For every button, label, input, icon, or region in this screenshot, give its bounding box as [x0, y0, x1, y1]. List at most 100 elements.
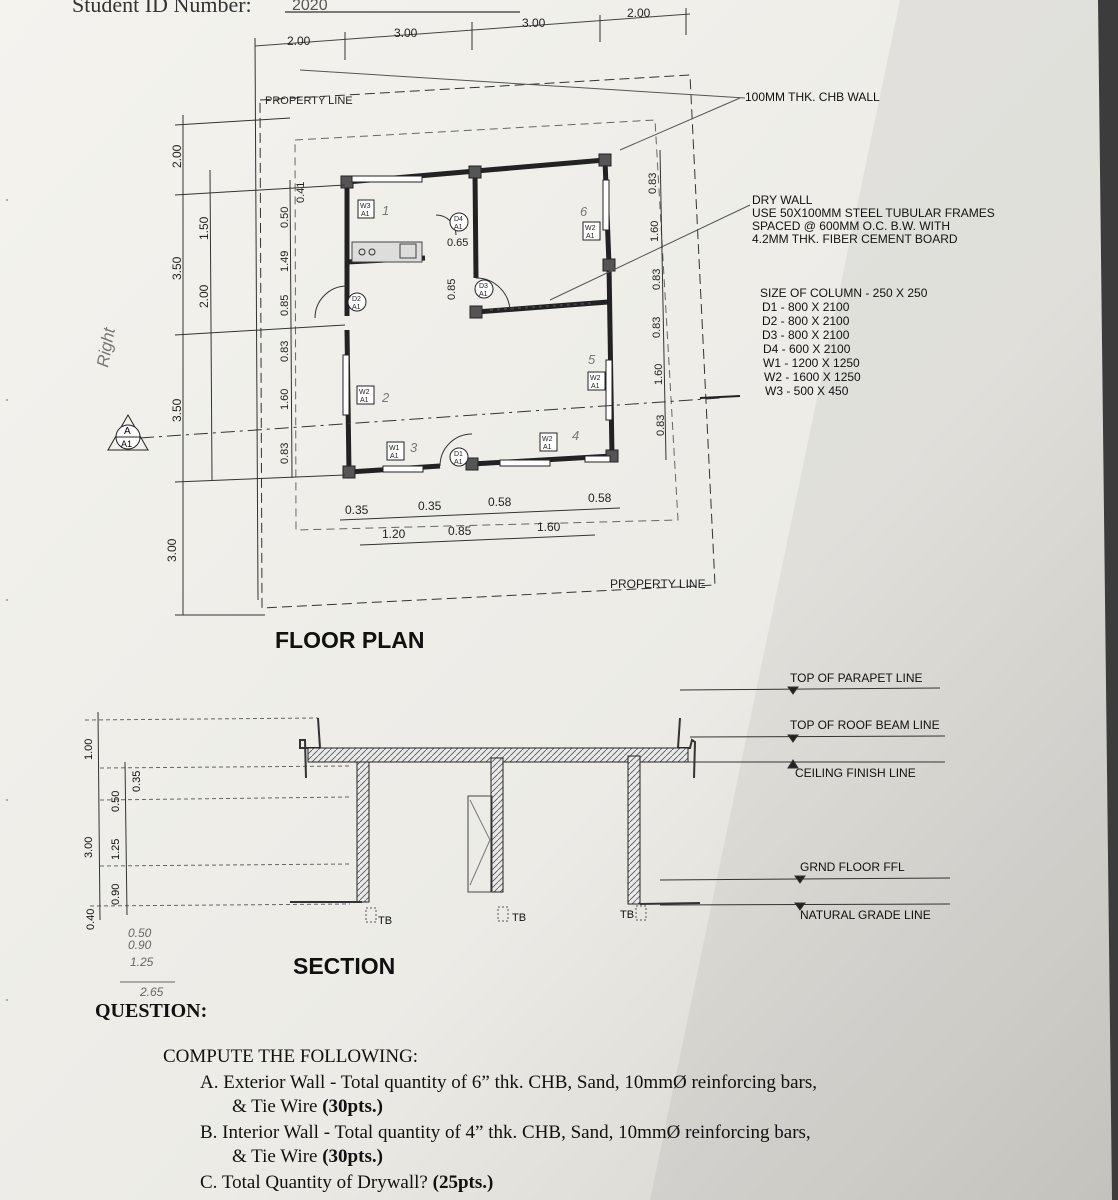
- svg-text:A1: A1: [360, 397, 369, 404]
- question-block: QUESTION: COMPUTE THE FOLLOWING: A. Exte…: [95, 1000, 817, 1193]
- schedule-d4: D4 - 600 X 2100: [763, 342, 851, 356]
- left-outer-dim-2: 3.50: [170, 256, 184, 280]
- question-a-cont: & Tie Wire (30pts.): [232, 1096, 383, 1117]
- left-outer-dim-4: 3.00: [165, 538, 179, 562]
- svg-text:A1: A1: [543, 444, 552, 451]
- calc-line-1: 0.50: [128, 926, 152, 940]
- handwritten-calc: 0.50 0.90 1.25 2.65: [120, 926, 175, 999]
- section-text: TOP OF PARAPET LINE TOP OF ROOF BEAM LIN…: [83, 671, 940, 979]
- left-inner-dim-6: 1.60: [279, 389, 291, 410]
- left-inner-dim-5: 0.83: [279, 341, 291, 362]
- room-number-3: 3: [410, 440, 418, 455]
- room-number-2: 2: [381, 390, 390, 405]
- svg-text:A1: A1: [361, 211, 370, 218]
- svg-text:W2: W2: [359, 389, 370, 396]
- property-line-boundary: [259, 74, 716, 609]
- right-dim-3: 0.83: [651, 269, 663, 290]
- calc-total: 2.65: [139, 985, 164, 999]
- margin-dots: [6, 199, 8, 1001]
- section-cut-tag: A A1: [107, 413, 149, 451]
- left-inner-dim-4: 0.85: [279, 295, 291, 316]
- svg-text:W2: W2: [542, 436, 553, 443]
- note-chb-wall: 100MM THK. CHB WALL: [745, 90, 880, 104]
- svg-text:D3: D3: [479, 283, 488, 290]
- right-dim-1: 0.83: [647, 173, 659, 194]
- tb-label-2: TB: [512, 912, 526, 924]
- tb-label-1: TB: [378, 915, 392, 927]
- question-a: A. Exterior Wall - Total quantity of 6” …: [200, 1072, 817, 1093]
- top-dim-1: 2.00: [287, 34, 311, 48]
- svg-text:W2: W2: [590, 375, 601, 382]
- section-dim-100: 1.00: [83, 739, 95, 760]
- property-line-bottom-label: PROPERTY LINE: [610, 577, 706, 591]
- bottom-dim-1: 0.35: [345, 503, 369, 517]
- student-id-label: Student ID Number:: [72, 0, 252, 17]
- section-tag-sheet: A1: [121, 439, 132, 449]
- level-ceiling: CEILING FINISH LINE: [795, 766, 916, 780]
- student-id-value: 2020: [292, 0, 328, 14]
- top-dim-3: 3.00: [522, 16, 546, 30]
- question-heading: QUESTION:: [95, 1000, 207, 1022]
- section-dim-035: 0.35: [131, 771, 143, 792]
- svg-text:D1: D1: [454, 451, 463, 458]
- note-drywall-0: DRY WALL: [752, 193, 813, 207]
- section-drawing: [84, 686, 951, 923]
- svg-text:W3: W3: [360, 203, 371, 210]
- svg-text:A1: A1: [390, 453, 399, 460]
- question-b: B. Interior Wall - Total quantity of 4” …: [200, 1122, 811, 1143]
- calc-line-3: 1.25: [130, 955, 154, 969]
- tb-label-3: TB: [620, 909, 634, 921]
- svg-text:D2: D2: [352, 296, 361, 303]
- level-natural-grade: NATURAL GRADE LINE: [800, 908, 931, 922]
- level-parapet: TOP OF PARAPET LINE: [790, 671, 923, 685]
- bottom-dim-3: 0.58: [488, 495, 512, 509]
- property-line-top-label: PROPERTY LINE: [265, 95, 353, 107]
- question-c: C. Total Quantity of Drywall? (25pts.): [200, 1172, 493, 1193]
- room-number-6: 6: [580, 204, 588, 219]
- left-outer-dim-1: 2.00: [170, 144, 184, 168]
- svg-text:D4: D4: [454, 216, 463, 223]
- note-drywall-2: SPACED @ 600MM O.C. B.W. WITH: [752, 219, 950, 233]
- svg-text:A1: A1: [479, 291, 488, 298]
- schedule-column: SIZE OF COLUMN - 250 X 250: [760, 286, 928, 300]
- left-inner-dim-1: 0.41: [295, 182, 307, 203]
- right-dim-6: 0.83: [655, 415, 667, 436]
- inner-dim-1: 0.65: [447, 237, 468, 249]
- svg-text:W2: W2: [585, 225, 596, 232]
- schedule-d3: D3 - 800 X 2100: [762, 328, 850, 342]
- question-intro: COMPUTE THE FOLLOWING:: [163, 1046, 418, 1067]
- bottom-dim-5: 1.20: [382, 527, 406, 541]
- schedule-d2: D2 - 800 X 2100: [762, 314, 850, 328]
- section-dim-300: 3.00: [83, 837, 95, 858]
- schedule-w1: W1 - 1200 X 1250: [763, 356, 860, 370]
- section-tag-letter: A: [124, 426, 131, 437]
- schedule-d1: D1 - 800 X 2100: [762, 300, 850, 314]
- floor-plan-title: FLOOR PLAN: [275, 627, 425, 653]
- setback-line: [294, 119, 679, 531]
- section-dim-050: 0.50: [110, 791, 122, 812]
- right-dim-2: 1.60: [649, 221, 661, 242]
- top-dim-2: 3.00: [394, 26, 418, 40]
- level-roof-beam: TOP OF ROOF BEAM LINE: [790, 718, 940, 732]
- svg-text:W1: W1: [389, 445, 400, 452]
- svg-text:A1: A1: [586, 233, 595, 240]
- section-title: SECTION: [293, 953, 395, 979]
- note-drywall-3: 4.2MM THK. FIBER CEMENT BOARD: [752, 232, 958, 246]
- inner-dim-2: 0.85: [446, 279, 458, 300]
- left-inner-dim-7: 0.83: [279, 443, 291, 464]
- room-number-5: 5: [588, 352, 596, 367]
- svg-text:A1: A1: [591, 383, 600, 390]
- section-dim-125: 1.25: [110, 839, 122, 860]
- question-b-cont: & Tie Wire (30pts.): [232, 1146, 383, 1167]
- left-inner-dim-3: 1.49: [279, 251, 291, 272]
